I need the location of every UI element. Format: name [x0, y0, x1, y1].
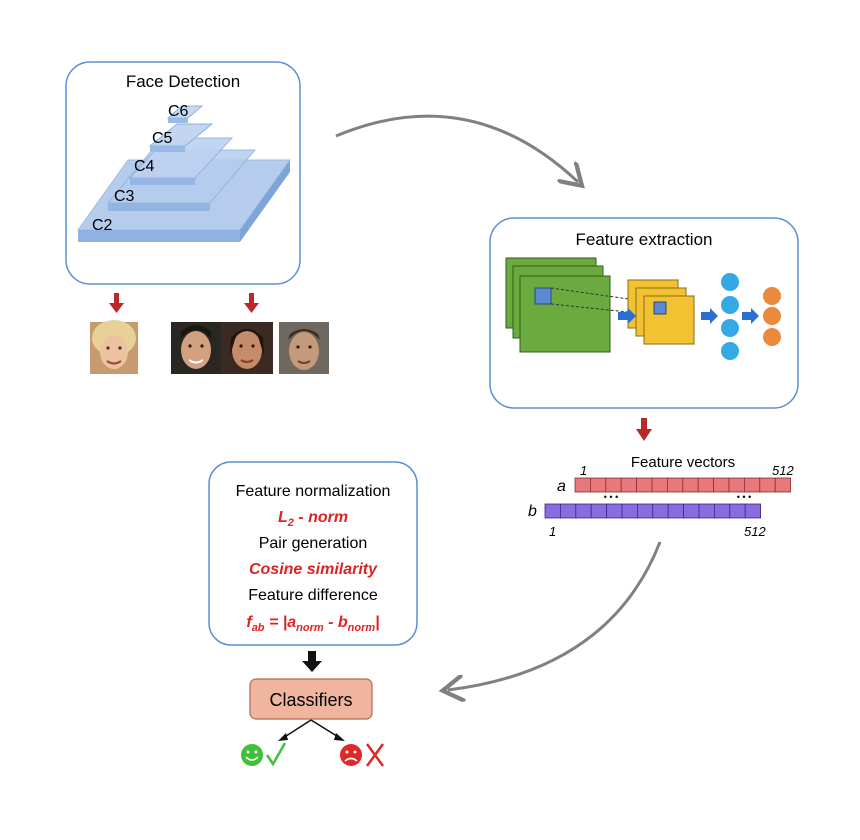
- pyramid-label-c2: C2: [92, 217, 113, 234]
- step-cosine-similarity: Cosine similarity: [249, 561, 378, 578]
- step-pair-generation: Pair generation: [259, 535, 368, 552]
- feature-vectors-title: Feature vectors: [631, 454, 735, 471]
- vector-cell: [667, 477, 684, 493]
- vector-cell: [774, 477, 792, 493]
- vector-cell: [590, 477, 607, 493]
- vector-cell: [652, 503, 669, 519]
- extraction-down-arrow: [636, 418, 652, 441]
- vector-cell: [698, 503, 715, 519]
- classifiers-label: Classifiers: [269, 690, 352, 710]
- face-down-arrow-right: [244, 293, 259, 313]
- conv-block-green-3: [519, 275, 611, 353]
- cross-icon: [365, 743, 385, 767]
- pyramid-label-c5: C5: [152, 130, 173, 147]
- vector-cell: [729, 503, 746, 519]
- vector-cell: [682, 477, 699, 493]
- pyramid-label-c3: C3: [114, 188, 135, 205]
- vector-a-start-index: 1: [580, 463, 587, 478]
- vector-cell: [606, 503, 623, 519]
- pyramid-label-c4: C4: [134, 158, 155, 175]
- cnn-illustration: [505, 257, 781, 360]
- processing-box: [208, 461, 418, 646]
- vector-cell: [590, 503, 608, 519]
- step-feature-normalization: Feature normalization: [236, 483, 391, 500]
- vector-a-ellipsis-right: • • •: [737, 492, 751, 502]
- vector-a-label: a: [557, 478, 566, 495]
- flow-arrow-detection-to-extraction: [335, 114, 578, 182]
- neuron-blue-2: [721, 296, 739, 314]
- vector-cell: [544, 503, 561, 519]
- face-image-2: [171, 322, 221, 374]
- face-down-arrow-left: [109, 293, 124, 313]
- face-image-1: [90, 320, 138, 374]
- flow-arrow-vectors-to-classifiers: [448, 541, 662, 690]
- vector-cell: [697, 477, 715, 493]
- classifiers-box: [249, 678, 373, 720]
- vector-cell: [683, 503, 700, 519]
- vector-cell: [575, 503, 592, 519]
- feature-pyramid: C2 C3 C4 C5 C6: [77, 103, 291, 242]
- neuron-blue-3: [721, 319, 739, 337]
- pyramid-label-c6: C6: [168, 103, 189, 120]
- vector-cell: [667, 503, 685, 519]
- face-image-3: [221, 322, 273, 374]
- neuron-blue-1: [721, 273, 739, 291]
- vector-cell: [713, 477, 730, 493]
- vector-b-label: b: [528, 503, 537, 520]
- vector-cell: [744, 477, 761, 493]
- vector-cell: [620, 477, 638, 493]
- blue-arrow-2: [701, 308, 718, 324]
- face-detection-title: Face Detection: [126, 72, 240, 91]
- vector-b-end-index: 512: [744, 524, 766, 539]
- vector-cell: [651, 477, 668, 493]
- sad-red-icon: [340, 744, 362, 766]
- blue-arrow-3: [742, 308, 759, 324]
- vector-b-start-index: 1: [549, 524, 556, 539]
- neuron-orange-1: [763, 287, 781, 305]
- vector-cell: [744, 503, 762, 519]
- vector-cell: [636, 477, 653, 493]
- vector-cell: [637, 503, 654, 519]
- face-image-4: [279, 322, 329, 374]
- vector-cell: [574, 477, 591, 493]
- feature-extraction-title: Feature extraction: [575, 230, 712, 249]
- step-feature-difference: Feature difference: [248, 587, 378, 604]
- vector-cell: [560, 503, 577, 519]
- vector-b: [544, 503, 762, 519]
- vector-cell: [605, 477, 622, 493]
- vector-a: [574, 477, 792, 493]
- vector-cell: [728, 477, 745, 493]
- processing-down-arrow: [302, 651, 322, 672]
- vector-cell: [621, 503, 638, 519]
- neuron-blue-4: [721, 342, 739, 360]
- vector-a-end-index: 512: [772, 463, 794, 478]
- step-feature-difference-formula: fab = |anorm - bnorm|: [246, 614, 379, 634]
- blue-arrow-1: [618, 308, 636, 324]
- smiley-green-icon: [241, 744, 263, 766]
- neuron-orange-3: [763, 328, 781, 346]
- neuron-orange-2: [763, 307, 781, 325]
- vector-cell: [714, 503, 731, 519]
- vector-cell: [759, 477, 776, 493]
- step-l2-norm: L2 - norm: [278, 509, 348, 529]
- check-icon: [265, 742, 287, 767]
- conv-block-yellow-3: [643, 295, 695, 345]
- vector-a-ellipsis-left: • • •: [604, 492, 618, 502]
